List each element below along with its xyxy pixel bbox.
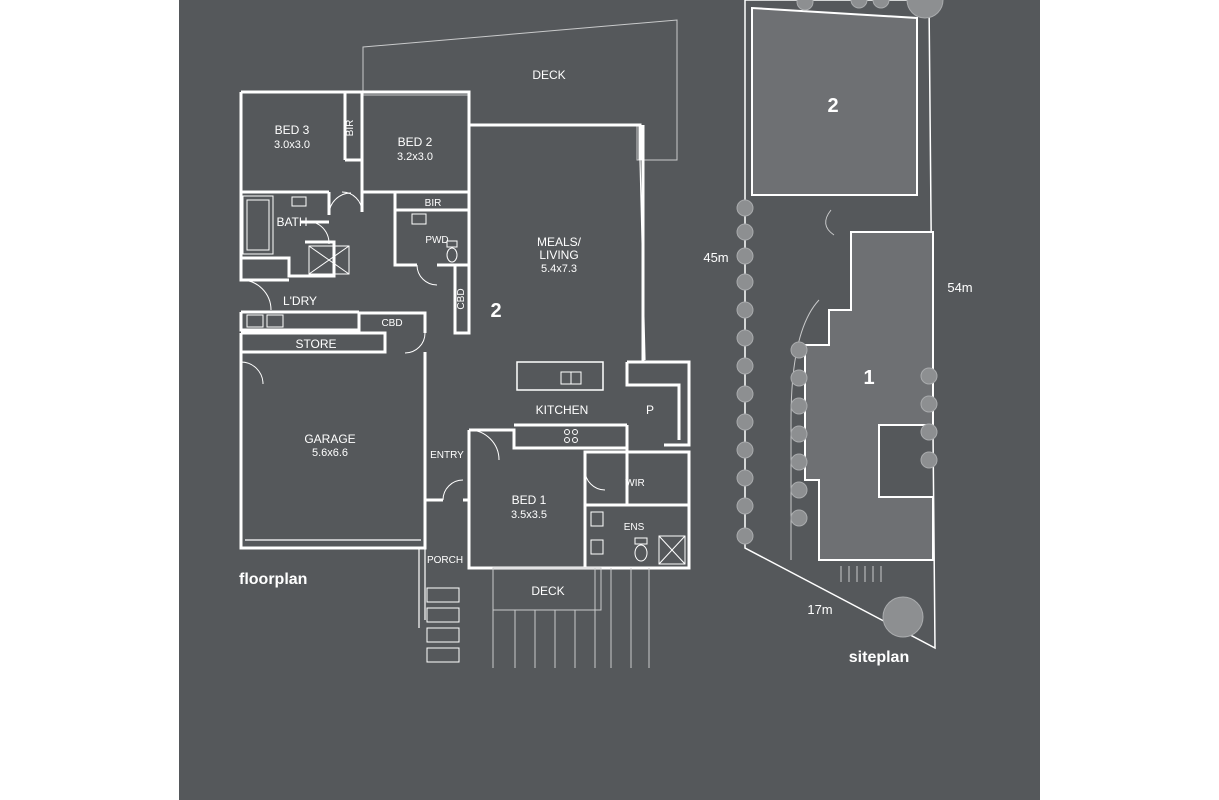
pwd-basin xyxy=(411,213,427,225)
site-trees xyxy=(736,0,944,638)
label-store: STORE xyxy=(295,337,336,351)
laundry-tub xyxy=(246,314,264,328)
label-bed1-size: 3.5x3.5 xyxy=(511,509,547,521)
bath-vanity xyxy=(291,196,307,207)
label-bed1: BED 1 xyxy=(512,493,547,507)
label-cbd-vertical: CBD xyxy=(456,288,467,309)
floorplan-walls xyxy=(239,90,691,628)
plans-drawing: DECK BED 3 3.0x3.0 BIR BED 2 3.2x3.0 BIR… xyxy=(239,0,973,668)
label-bir-bed2: BIR xyxy=(425,198,442,209)
unit-number-floorplan: 2 xyxy=(490,300,501,322)
label-living-size: 5.4x7.3 xyxy=(541,263,577,275)
label-living: LIVING xyxy=(539,248,578,262)
floorplan-fixtures xyxy=(240,91,686,565)
site-dimension-frontage: 17m xyxy=(807,602,832,617)
label-garage: GARAGE xyxy=(304,432,355,446)
site-unit-2-label: 2 xyxy=(827,95,838,117)
tree-icon xyxy=(736,199,754,217)
site-unit-1-label: 1 xyxy=(863,367,874,389)
door-swing xyxy=(328,192,352,216)
label-bir-bed3: BIR xyxy=(345,120,356,137)
building-unit-1 xyxy=(804,231,934,561)
label-deck-front: DECK xyxy=(531,584,564,598)
bathtub xyxy=(242,195,274,255)
site-dimension-right: 54m xyxy=(947,280,972,295)
label-meals: MEALS/ xyxy=(537,235,582,249)
label-kitchen: KITCHEN xyxy=(536,403,589,417)
floorplan-labels: DECK BED 3 3.0x3.0 BIR BED 2 3.2x3.0 BIR… xyxy=(239,68,654,598)
label-entry: ENTRY xyxy=(430,450,464,461)
label-pwd: PWD xyxy=(425,235,448,246)
label-garage-size: 5.6x6.6 xyxy=(312,447,348,459)
building-unit-2 xyxy=(751,6,918,196)
cooktop xyxy=(564,429,570,435)
ens-shower xyxy=(658,535,686,565)
label-bed2-size: 3.2x3.0 xyxy=(397,151,433,163)
washing-machine xyxy=(266,314,284,328)
floorplan-caption: floorplan xyxy=(239,571,307,588)
tree-icon-large xyxy=(882,596,924,638)
site-steps xyxy=(840,566,882,582)
label-bath: BATH xyxy=(276,215,307,229)
site-dimension-left: 45m xyxy=(703,250,728,265)
ens-vanity xyxy=(590,511,604,527)
siteplan-caption: siteplan xyxy=(849,649,909,666)
label-bed3-size: 3.0x3.0 xyxy=(274,139,310,151)
label-deck-rear: DECK xyxy=(532,68,565,82)
label-bed2: BED 2 xyxy=(398,135,433,149)
label-wir: WIR xyxy=(625,478,644,489)
siteplan: 2 1 45m 54m 17m siteplan xyxy=(703,0,973,666)
plan-canvas: DECK BED 3 3.0x3.0 BIR BED 2 3.2x3.0 BIR… xyxy=(179,0,1040,800)
floorplan: DECK BED 3 3.0x3.0 BIR BED 2 3.2x3.0 BIR… xyxy=(239,19,691,668)
label-bed3: BED 3 xyxy=(275,123,310,137)
ens-toilet xyxy=(634,544,648,562)
kitchen-island xyxy=(516,361,604,391)
label-porch: PORCH xyxy=(427,555,463,566)
front-deck xyxy=(426,567,650,668)
pwd-toilet xyxy=(446,247,458,263)
shower xyxy=(308,245,350,275)
label-cbd-laundry: CBD xyxy=(381,318,402,329)
porch-step xyxy=(426,587,460,603)
label-pantry: P xyxy=(646,403,654,417)
label-ens: ENS xyxy=(624,522,645,533)
label-laundry: L'DRY xyxy=(283,294,317,308)
